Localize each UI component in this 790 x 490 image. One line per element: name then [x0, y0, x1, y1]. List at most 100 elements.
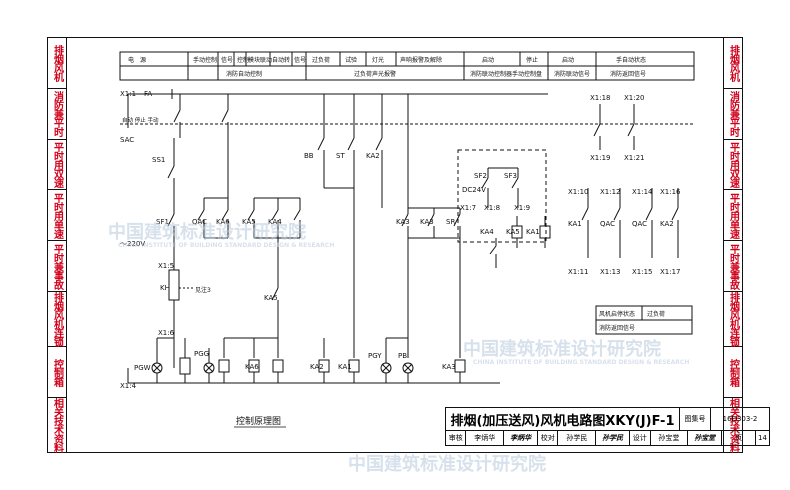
header-cell: 试验	[345, 56, 357, 64]
contact-label: SS1	[152, 156, 165, 164]
index-tab[interactable]: 排烟风机连锁	[48, 292, 66, 348]
fuse-label: FA	[144, 90, 152, 98]
review-label: 审核	[446, 431, 467, 445]
left-index-strip: 排烟风机 消防兼平时 平时用双速 平时用单速 平时兼事故 排烟风机连锁 控制箱 …	[47, 37, 67, 453]
terminal-label: X1:9	[514, 204, 530, 212]
header-cell: 消防联动信号	[554, 70, 590, 78]
note-label: 见注3	[195, 286, 211, 294]
check-label: 校对	[538, 431, 559, 445]
coil-label: KA1	[338, 363, 352, 371]
contact-label: KA2	[366, 152, 380, 160]
header-cell: 控制	[237, 56, 249, 64]
contact-label: KA3	[396, 218, 410, 226]
terminal-label: X1:21	[624, 154, 645, 162]
header-cell: 启动	[562, 56, 574, 64]
terminal-label: X1:6	[158, 329, 175, 337]
terminal-label: X1:10	[568, 188, 589, 196]
terminal-label: X1:5	[158, 262, 174, 270]
lamp-label: PGW	[134, 364, 151, 372]
terminal-label: X1:1	[120, 90, 136, 98]
terminal-label: X1:14	[632, 188, 653, 196]
drawing-title: 排烟(加压送风)风机电路图XKY(J)F-1	[446, 408, 680, 430]
terminal-label: X1:17	[660, 268, 681, 276]
header-cell: 过负荷声光报警	[354, 70, 396, 78]
contact-label: SF3	[504, 172, 517, 180]
contact-label: KA1	[568, 220, 582, 228]
header-cell: 声响报警及解除	[400, 56, 442, 64]
index-tab[interactable]: 排烟风机	[48, 38, 66, 89]
index-tab[interactable]: 排烟风机	[724, 38, 742, 89]
reviewer-signature: 李炳华	[504, 431, 539, 445]
status-cell: 风机启停状态	[599, 310, 635, 318]
index-tab[interactable]: 排烟风机连锁	[724, 292, 742, 348]
header-cell: 消防联动控制器手动控制盘	[470, 70, 542, 78]
coil-label: KA3	[442, 363, 456, 371]
right-index-strip: 排烟风机 消防兼平时 平时用双速 平时用单速 平时兼事故 排烟风机连锁 控制箱 …	[723, 37, 743, 453]
contact-label: KA6	[216, 218, 230, 226]
index-tab[interactable]: 相关技术资料	[51, 397, 63, 452]
header-cell: 模块联动	[248, 56, 272, 64]
header-cell: 过负荷	[312, 56, 330, 64]
contact-label: KA5	[264, 294, 278, 302]
lamp-label: PGY	[368, 352, 382, 360]
terminal-label: X1:16	[660, 188, 681, 196]
index-tab[interactable]: 平时用单速	[724, 190, 742, 242]
control-schematic: 电 源 手动控制 信号 控制 模块联动 自动转 信号 过负荷 试验 灯光 声响报…	[119, 51, 695, 428]
index-tab[interactable]: 消防兼平时	[724, 89, 742, 140]
terminal-label: X1:20	[624, 94, 645, 102]
voltage-label: DC24V	[462, 186, 486, 194]
terminal-label: X1:4	[120, 382, 137, 390]
header-cell: 手动控制	[193, 56, 217, 64]
coil-label: KA1	[526, 228, 540, 236]
index-tab[interactable]: 平时兼事故	[48, 241, 66, 293]
header-cell: 停止	[526, 56, 538, 64]
terminal-label: X1:18	[590, 94, 611, 102]
switch-label: SAC	[120, 136, 134, 144]
button-label: PB	[398, 352, 407, 360]
terminal-label: X1:13	[600, 268, 621, 276]
page-number: 14	[758, 434, 767, 442]
designer-name: 孙宝堂	[651, 431, 689, 445]
contact-label: BB	[304, 152, 314, 160]
coil-label: KA6	[245, 363, 259, 371]
index-tab[interactable]: 平时兼事故	[724, 241, 742, 293]
design-label: 设计	[630, 431, 651, 445]
drawing-sheet: 排烟风机 消防兼平时 平时用双速 平时用单速 平时兼事故 排烟风机连锁 控制箱 …	[47, 37, 770, 475]
header-cell: 灯光	[372, 56, 384, 64]
title-block: 排烟(加压送风)风机电路图XKY(J)F-1 图集号 16D303-2 审核 李…	[445, 407, 770, 448]
terminal-label: X1:12	[600, 188, 621, 196]
index-tab[interactable]: 相关技术资料	[727, 397, 739, 452]
contact-label: QAC	[632, 220, 647, 228]
coil-label: KA2	[310, 363, 324, 371]
designer-signature: 孙宝堂	[688, 431, 723, 445]
header-cell: 手自动状态	[616, 56, 646, 64]
coil-label: KA4	[480, 228, 494, 236]
header-cell: 信号	[294, 56, 306, 64]
checker-name: 孙学民	[558, 431, 597, 445]
index-tab[interactable]: 控制箱	[724, 347, 742, 398]
diagram-caption: 控制原理图	[236, 415, 281, 427]
header-cell: 信号	[221, 56, 233, 64]
status-cell: 消防返回信号	[599, 324, 635, 332]
voltage-label: ～220V	[120, 240, 145, 248]
index-tab[interactable]: 控制箱	[48, 347, 66, 398]
header-cell: 消防自动控制	[226, 70, 262, 78]
atlas-number: 16D303-2	[722, 415, 758, 423]
header-cell: 自动转	[272, 56, 290, 64]
contact-label: SF2	[474, 172, 487, 180]
contact-label: KA3	[420, 218, 434, 226]
index-tab[interactable]: 消防兼平时	[48, 89, 66, 140]
terminal-label: X1:11	[568, 268, 589, 276]
contact-label: KA5	[242, 218, 256, 226]
status-cell: 过负荷	[647, 310, 665, 318]
lamp-label: PGG	[194, 350, 209, 358]
terminal-label: X1:8	[484, 204, 500, 212]
index-tab[interactable]: 平时用双速	[48, 140, 66, 191]
index-tab[interactable]: 平时用单速	[48, 190, 66, 242]
header-cell: 消防返回信号	[610, 70, 646, 78]
contact-label: KA2	[660, 220, 674, 228]
index-tab[interactable]: 平时用双速	[724, 140, 742, 191]
page-label: 页	[722, 431, 757, 445]
contact-label: QAC	[192, 218, 207, 226]
coil-label: KA5	[506, 228, 520, 236]
